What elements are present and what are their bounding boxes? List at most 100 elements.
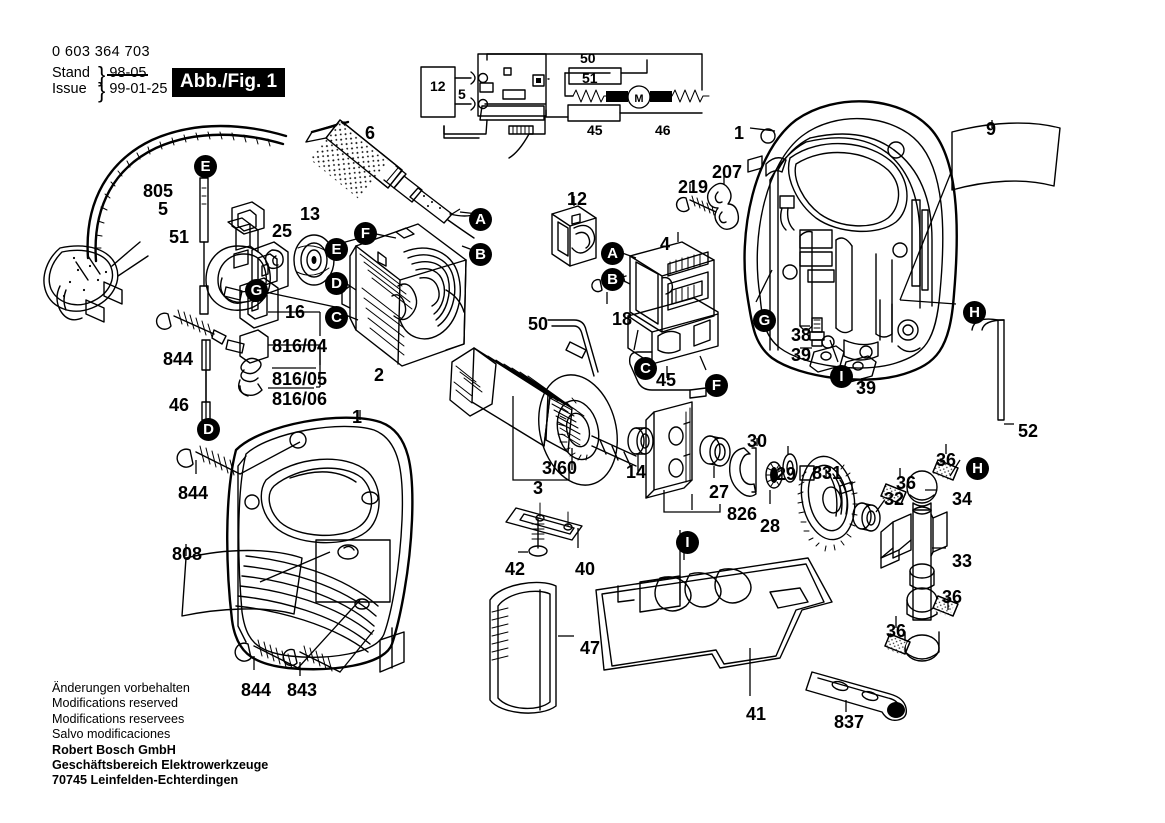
callout-844: 844 — [178, 483, 209, 503]
callout-39: 39 — [856, 378, 877, 398]
guide-bar-837 — [805, 671, 908, 722]
schematic-label-51: 51 — [582, 70, 598, 86]
assembly-marker-h-14: H — [963, 301, 986, 324]
callout-41: 41 — [746, 704, 767, 724]
callout-3-60: 3/60 — [542, 458, 578, 478]
stator-field-2 — [341, 223, 467, 367]
footer-company-line: Geschäftsbereich Elektrowerkzeuge — [52, 758, 269, 773]
callout-39: 39 — [791, 345, 812, 365]
footer-company-line: 70745 Leinfelden-Echterdingen — [52, 773, 239, 788]
schematic-label-46: 46 — [655, 122, 671, 138]
assembly-marker-d-8: D — [197, 418, 220, 441]
nameplate-9 — [899, 120, 1061, 301]
issue-date-block: Stand } 98-05 Issue } 99-01-25 — [52, 62, 168, 103]
callout-29: 29 — [776, 464, 797, 484]
assembly-marker-f-12: F — [705, 374, 728, 397]
assembly-marker-e-4: E — [325, 238, 348, 261]
callout-36: 36 — [886, 621, 907, 641]
footer-line: Salvo modificaciones — [52, 727, 171, 742]
callout-219: 219 — [678, 177, 709, 197]
callout-1: 1 — [352, 407, 363, 427]
callout-30: 30 — [747, 431, 768, 451]
bearing-14 — [627, 427, 654, 474]
callout-34: 34 — [952, 489, 973, 509]
assembly-marker-a-9: A — [601, 242, 624, 265]
stand-label: Stand — [52, 65, 90, 81]
callout-844: 844 — [163, 349, 194, 369]
assembly-marker-e-0: E — [194, 155, 217, 178]
guide-parts — [489, 502, 583, 714]
callout-47: 47 — [580, 638, 601, 658]
callout-13: 13 — [300, 204, 321, 224]
callout-2: 2 — [374, 365, 385, 385]
callout-33: 33 — [952, 551, 973, 571]
gear-drive-parts — [728, 438, 887, 552]
callout-25: 25 — [272, 221, 293, 241]
callout-816-04: 816/04 — [272, 336, 328, 356]
callout-45: 45 — [656, 370, 677, 390]
power-cord-assembly — [43, 124, 288, 323]
callout-207: 207 — [712, 162, 743, 182]
callout-18: 18 — [612, 309, 633, 329]
callout-27: 27 — [709, 482, 730, 502]
assembly-marker-d-5: D — [325, 272, 348, 295]
brush-and-field-parts — [155, 177, 335, 421]
callout-843: 843 — [287, 680, 318, 700]
callout-6: 6 — [365, 123, 376, 143]
stand-date-struck: 98-05 — [107, 65, 149, 81]
callout-16: 16 — [285, 302, 306, 322]
gear-housing-826 — [645, 401, 731, 513]
callout-12: 12 — [567, 189, 588, 209]
assembly-marker-b-2: B — [469, 243, 492, 266]
issue-date: 99-01-25 — [109, 80, 168, 97]
footer-line: Änderungen vorbehalten — [52, 681, 190, 695]
assembly-marker-i-15: I — [830, 365, 853, 388]
callout-1: 1 — [734, 123, 745, 143]
lever-207-screw-219 — [675, 174, 740, 231]
housing-half-right-1 — [743, 100, 958, 381]
callout-3: 3 — [533, 478, 544, 498]
callout-9: 9 — [986, 119, 997, 139]
callout-837: 837 — [834, 712, 865, 732]
schematic-label-5: 5 — [458, 86, 466, 102]
armature-3 — [449, 347, 637, 486]
callout-46: 46 — [169, 395, 190, 415]
assembly-marker-i-17: I — [676, 531, 699, 554]
schematic-label-45: 45 — [587, 122, 603, 138]
figure-tag: Abb./Fig. 1 — [172, 68, 286, 97]
callout-28: 28 — [760, 516, 781, 536]
callout-805: 805 — [143, 181, 174, 201]
brush-holder-assembly — [205, 241, 289, 329]
base-plate-41 — [595, 530, 833, 696]
assembly-marker-g-13: G — [753, 309, 776, 332]
brace-top: } — [98, 62, 106, 88]
assembly-marker-a-1: A — [469, 208, 492, 231]
assembly-marker-g-7: G — [245, 279, 268, 302]
callout-14: 14 — [626, 462, 647, 482]
callout-5: 5 — [158, 199, 169, 219]
housing-half-left-1 — [176, 410, 414, 676]
screw-844-lower — [234, 639, 299, 670]
assembly-marker-f-3: F — [354, 222, 377, 245]
callout-816-05: 816/05 — [272, 369, 328, 389]
assembly-marker-c-6: C — [325, 306, 348, 329]
gear-831 — [797, 455, 859, 552]
issue-label: Issue — [52, 80, 87, 97]
assembly-marker-h-16: H — [966, 457, 989, 480]
screw-843 — [282, 645, 341, 676]
callout-36: 36 — [942, 587, 963, 607]
part-number: 0 603 364 703 — [52, 44, 150, 60]
callout-50: 50 — [528, 314, 549, 334]
cord-sleeve-6 — [305, 119, 477, 239]
footer-line: Modifications reserved — [52, 696, 178, 711]
plunger-assembly — [880, 318, 1014, 662]
callout-816-06: 816/06 — [272, 389, 328, 409]
callout-4: 4 — [660, 234, 671, 254]
brace-bottom: } — [98, 77, 106, 103]
screw-844-upper — [176, 445, 241, 476]
footer-line: Modifications reservees — [52, 711, 185, 726]
schematic-label-50: 50 — [580, 50, 596, 66]
